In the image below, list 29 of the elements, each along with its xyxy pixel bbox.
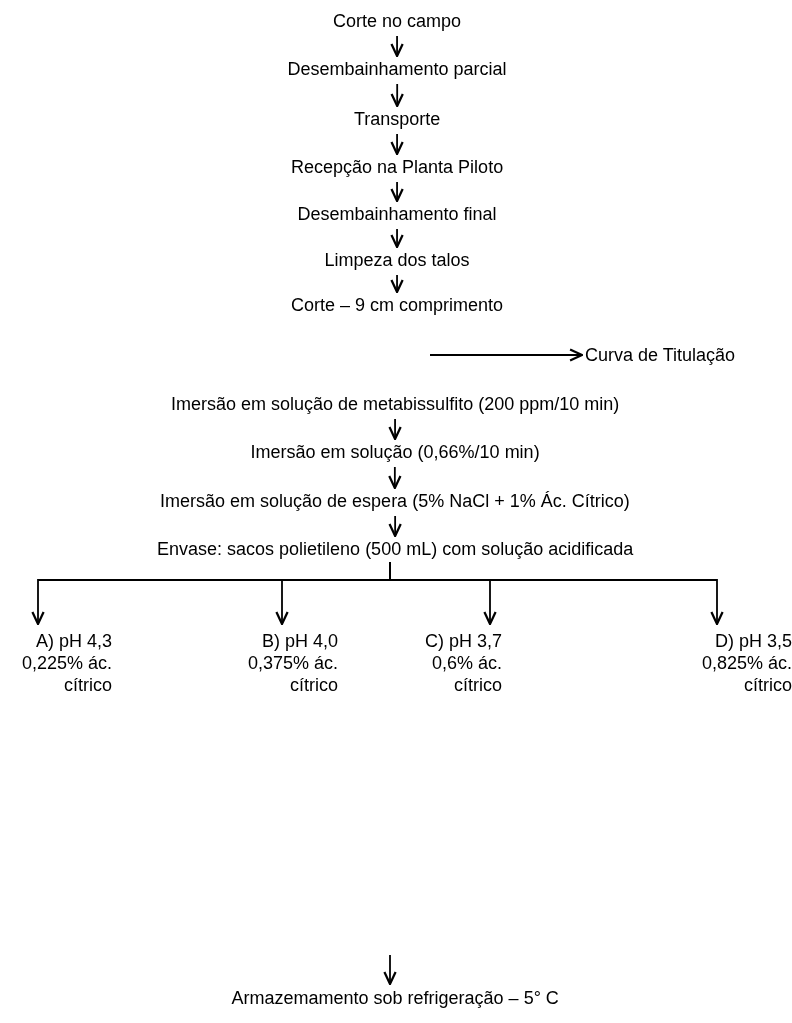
arrow [390, 181, 404, 203]
arrow [390, 35, 404, 58]
step-text: Limpeza dos talos [324, 249, 470, 271]
step-text: Armazemamento sob refrigeração – 5° C [231, 987, 559, 1009]
step-text: Corte – 9 cm comprimento [291, 294, 504, 316]
arrow [390, 228, 404, 249]
step-text: Transporte [354, 108, 441, 130]
arrow [383, 954, 397, 986]
arrow [388, 418, 402, 441]
arrow [388, 466, 402, 490]
arrow [390, 133, 404, 156]
option-text: D) pH 3,5 0,825% ác. cítrico [688, 630, 792, 696]
arrow [390, 274, 404, 294]
arrow [390, 83, 404, 108]
step-text: Corte no campo [333, 10, 462, 32]
option-text: C) pH 3,7 0,6% ác. cítrico [398, 630, 502, 696]
step-text: Imersão em solução de metabissulfito (200 ppm/10 min) [171, 393, 620, 415]
step-text: Imersão em solução de espera (5% NaCl + 1% Ác. Cítrico) [160, 490, 630, 512]
step-text: Desembainhamento final [297, 203, 497, 225]
step-text: Envase: sacos polietileno (500 mL) com solução acidificada [157, 538, 634, 560]
option-text: A) pH 4,3 0,225% ác. cítrico [8, 630, 112, 696]
step-text: Recepção na Planta Piloto [291, 156, 504, 178]
step-text: Desembainhamento parcial [287, 58, 507, 80]
arrow [388, 515, 402, 538]
option-text: B) pH 4,0 0,375% ác. cítrico [234, 630, 338, 696]
step-text: Imersão em solução (0,66%/10 min) [250, 441, 540, 463]
step-text: Curva de Titulação [585, 344, 736, 366]
arrow [389, 561, 724, 626]
arrow [429, 348, 584, 362]
